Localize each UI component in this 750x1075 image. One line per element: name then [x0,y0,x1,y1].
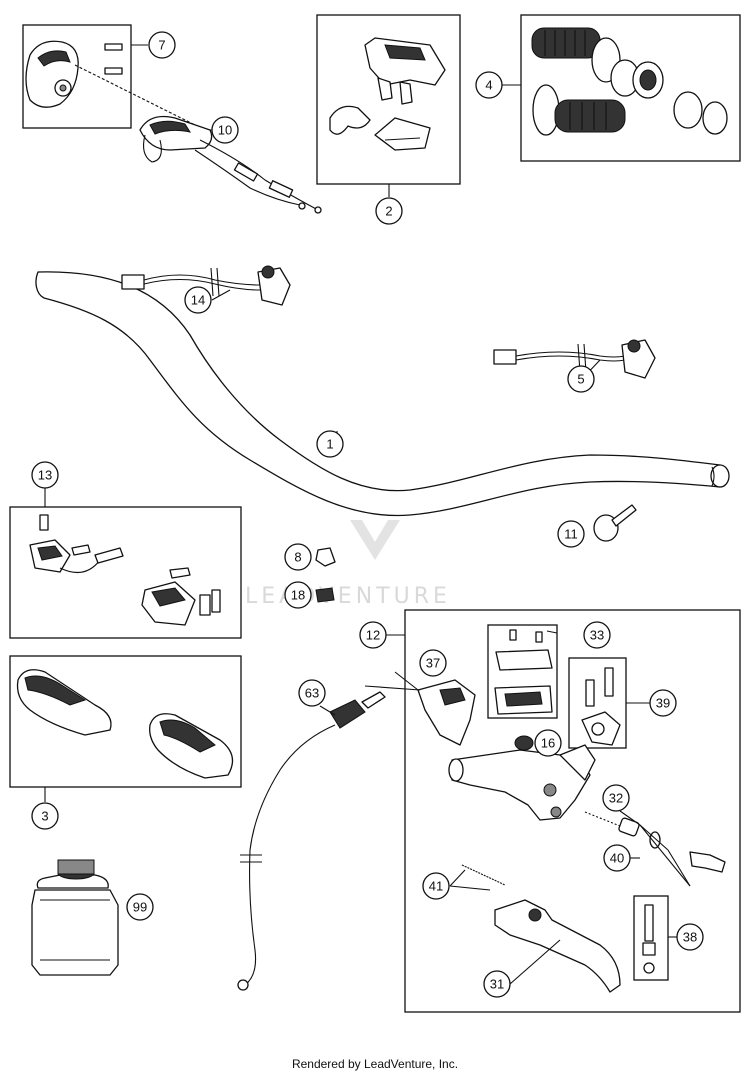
box-wiring-clamps [9,506,242,639]
svg-text:41: 41 [429,879,443,894]
callout-5: 5 [567,365,595,393]
cable-tie-part [593,504,637,542]
callout-18: 18 [284,581,312,609]
callout-12: 12 [359,621,387,649]
svg-text:18: 18 [291,588,305,603]
box-reservoir-cover [487,624,558,719]
watermark-text: LEADVENTURE [245,584,451,609]
svg-text:5: 5 [577,372,584,387]
callout-37: 37 [419,649,447,677]
box-clutch-master [404,609,741,1013]
switch-left-part [121,265,291,306]
callout-7: 7 [148,31,176,59]
callout-31: 31 [483,970,511,998]
leader-lines [44,44,691,985]
svg-text:10: 10 [218,123,232,138]
svg-text:14: 14 [191,293,205,308]
grips-part [531,27,728,136]
svg-text:99: 99 [133,900,147,915]
handlebar [35,271,730,517]
callout-13: 13 [31,461,59,489]
callout-16: 16 [534,729,562,757]
throttle-cables [139,115,322,214]
callout-8: 8 [284,543,312,571]
svg-text:33: 33 [590,628,604,643]
callout-63: 63 [298,679,326,707]
svg-text:32: 32 [609,791,623,806]
svg-text:40: 40 [610,851,624,866]
svg-text:39: 39 [656,696,670,711]
box-pivot-bolt [633,895,669,981]
clip-part [315,547,336,567]
box-throttle-housing [22,24,132,129]
clutch-master-parts [417,629,726,993]
svg-text:13: 13 [38,468,52,483]
callout-14: 14 [184,286,212,314]
oil-can-part [31,859,119,976]
callout-32: 32 [602,784,630,812]
grommet-part [315,587,335,603]
svg-text:63: 63 [305,686,319,701]
watermark: LEADVENTURE [245,487,451,609]
switch-kit-part [329,37,446,151]
box-handguards [9,655,242,788]
footer-credit: Rendered by LeadVenture, Inc. [291,1057,459,1071]
callout-11: 11 [557,520,585,548]
svg-text:38: 38 [683,930,697,945]
svg-text:37: 37 [426,656,440,671]
wiring-clamps-part [29,514,221,626]
svg-text:2: 2 [385,204,392,219]
switch-right-part [493,339,656,379]
svg-text:1: 1 [326,437,333,452]
svg-text:7: 7 [158,38,165,53]
callout-3: 3 [31,802,59,830]
callout-40: 40 [603,844,631,872]
callout-39: 39 [649,689,677,717]
callout-38: 38 [676,923,704,951]
callout-99: 99 [126,893,154,921]
box-grips [520,14,741,162]
svg-text:11: 11 [564,527,578,542]
svg-text:3: 3 [41,809,48,824]
handguards-part [16,669,234,779]
svg-text:16: 16 [541,736,555,751]
svg-text:4: 4 [485,78,492,93]
callout-10: 10 [211,116,239,144]
clutch-hose-part [237,691,386,991]
callout-2: 2 [375,197,403,225]
callout-33: 33 [583,621,611,649]
callout-1: 1 [316,430,344,458]
svg-text:8: 8 [294,550,301,565]
svg-text:12: 12 [366,628,380,643]
svg-text:31: 31 [490,977,504,992]
callout-4: 4 [475,71,503,99]
throttle-housing-part [25,40,196,126]
callout-41: 41 [422,872,450,900]
